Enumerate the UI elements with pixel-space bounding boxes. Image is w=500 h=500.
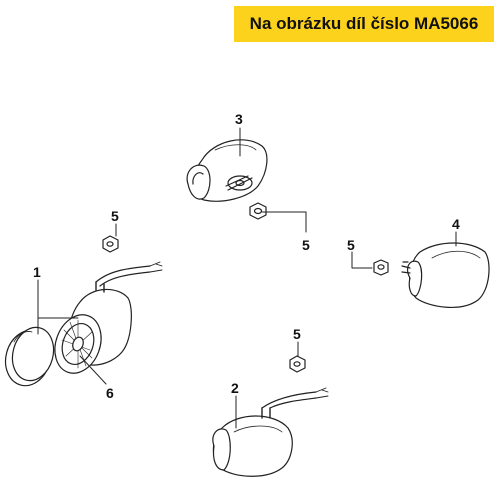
callout-3: 3 — [235, 111, 243, 127]
banner-title: Na obrázku díl číslo MA5066 — [249, 14, 479, 33]
callout-4: 4 — [452, 216, 460, 232]
callout-5-near-part3: 5 — [302, 237, 310, 253]
leader-lines — [37, 127, 457, 429]
callout-6: 6 — [106, 385, 114, 401]
callout-5-upper-left: 5 — [111, 208, 119, 224]
part-number-banner: Na obrázku díl číslo MA5066 — [234, 6, 494, 42]
callout-2: 2 — [231, 380, 239, 396]
hex-nut-upper-left — [102, 235, 119, 253]
callout-5-near-part4: 5 — [347, 237, 355, 253]
indicator-housing-3 — [186, 139, 268, 202]
hex-nut-part4 — [373, 259, 389, 276]
indicator-housing-2 — [212, 387, 329, 477]
hex-nut-lower — [289, 355, 306, 373]
reflector-6 — [54, 314, 102, 374]
callout-1: 1 — [33, 264, 41, 280]
indicator-housing-4 — [401, 242, 490, 308]
callout-labels: 3 4 5 5 5 1 6 5 2 — [33, 111, 460, 401]
hex-nut-part3 — [249, 202, 267, 220]
callout-5-lower: 5 — [293, 326, 301, 342]
lens-1 — [4, 326, 55, 387]
